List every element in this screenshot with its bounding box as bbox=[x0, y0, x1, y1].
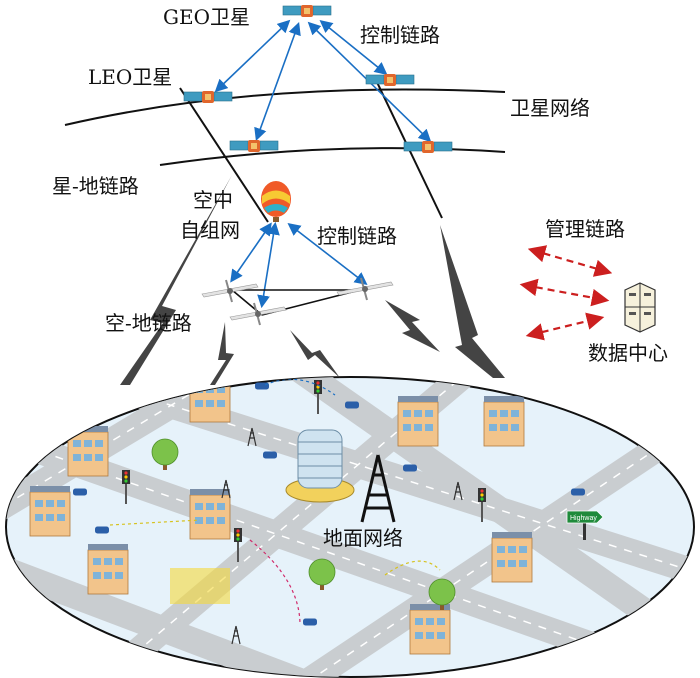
cell-tower-icon bbox=[360, 454, 396, 523]
building-icon bbox=[87, 543, 129, 595]
label-geo-satellite: GEO卫星 bbox=[163, 5, 250, 29]
label-control-link-top: 控制链路 bbox=[360, 23, 440, 47]
car-icon bbox=[571, 488, 585, 496]
label-leo-satellite: LEO卫星 bbox=[88, 65, 172, 89]
shop-icon bbox=[189, 488, 231, 540]
leo-satellite-icon bbox=[229, 139, 279, 153]
drone-icon bbox=[201, 279, 259, 303]
ground-network-area: Highway bbox=[5, 376, 695, 678]
label-data-center: 数据中心 bbox=[588, 341, 668, 365]
car-icon bbox=[255, 382, 269, 390]
drone-icon bbox=[336, 277, 394, 301]
car-icon bbox=[95, 526, 109, 534]
leo-satellite-icon bbox=[183, 90, 233, 104]
label-aerial-adhoc-line2: 自组网 bbox=[180, 218, 240, 242]
office-tower-icon bbox=[285, 429, 355, 503]
building-icon bbox=[491, 531, 533, 583]
car-icon bbox=[403, 464, 417, 472]
satellite-ground-links bbox=[120, 175, 505, 385]
control-links bbox=[214, 19, 432, 309]
house-icon bbox=[29, 485, 71, 537]
upper-orbit bbox=[64, 88, 506, 126]
label-satellite-network: 卫星网络 bbox=[510, 96, 590, 120]
building-icon bbox=[67, 425, 109, 477]
building-icon bbox=[189, 377, 231, 423]
car-icon bbox=[263, 451, 277, 459]
label-ground-network: 地面网络 bbox=[323, 526, 403, 550]
management-links bbox=[519, 245, 613, 341]
building-icon bbox=[409, 603, 451, 655]
car-icon bbox=[303, 618, 317, 626]
parking-lot bbox=[170, 568, 230, 604]
label-aerial-adhoc-line1: 空中 bbox=[193, 188, 233, 212]
drone-icon bbox=[229, 302, 287, 326]
geo-satellite-icon bbox=[282, 4, 332, 18]
label-satellite-ground-link: 星-地链路 bbox=[52, 174, 139, 198]
leo-satellite-icon bbox=[365, 73, 415, 87]
hot-air-balloon-icon bbox=[261, 181, 291, 222]
leo-satellite-icon bbox=[403, 140, 453, 154]
highway-sign: Highway bbox=[566, 510, 604, 540]
label-air-ground-link: 空-地链路 bbox=[105, 311, 192, 335]
car-icon bbox=[345, 401, 359, 409]
label-management-link: 管理链路 bbox=[545, 217, 625, 241]
road-grid: Highway bbox=[6, 377, 694, 677]
highway-sign-text: Highway bbox=[570, 515, 597, 522]
lower-orbit bbox=[159, 147, 506, 166]
car-icon bbox=[73, 488, 87, 496]
data-center-server-icon bbox=[624, 282, 656, 333]
shop-icon bbox=[397, 395, 439, 447]
label-control-link-mid: 控制链路 bbox=[317, 224, 397, 248]
building-icon bbox=[483, 395, 525, 447]
